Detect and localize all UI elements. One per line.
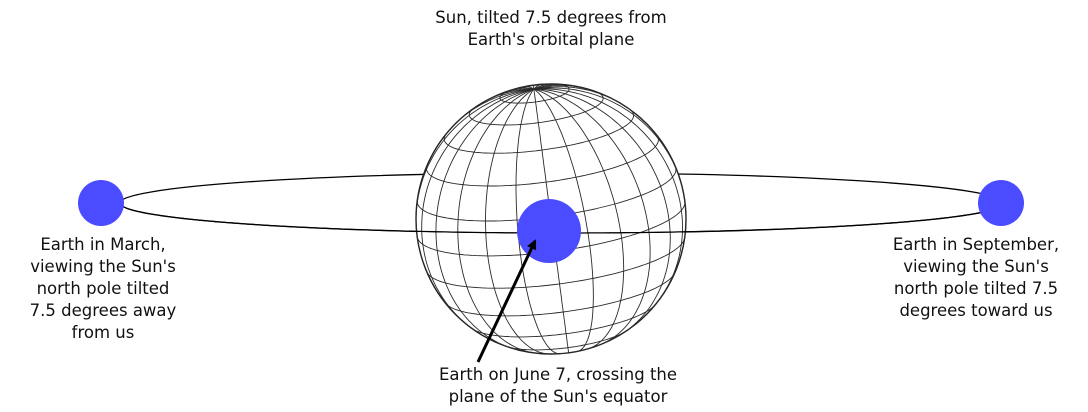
- earth-september-icon: [978, 180, 1024, 226]
- sun-grid-line: [443, 132, 542, 154]
- arrow-icon: [476, 239, 537, 363]
- sun-grid-line: [444, 302, 564, 317]
- sun-grid-line: [426, 165, 547, 187]
- earth-march-label-line-2: viewing the Sun's: [30, 257, 176, 276]
- sun-grid-line: [541, 108, 635, 151]
- earth-march-label-line-5: from us: [71, 323, 135, 342]
- sun-grid-line: [550, 166, 677, 218]
- sun-grid-line: [532, 85, 535, 90]
- sun-grid-line: [533, 86, 632, 111]
- sun-grid-line: [563, 272, 676, 313]
- sun-grid-line: [533, 83, 567, 90]
- earth-september-label-line-2: viewing the Sun's: [903, 257, 1049, 276]
- sun-grid-line: [415, 88, 534, 246]
- earth-september-label: Earth in September, viewing the Sun's no…: [868, 234, 1084, 322]
- sun-grid-line: [468, 106, 539, 126]
- sun-grid-line: [566, 304, 657, 335]
- sun-grid-line: [435, 88, 535, 350]
- sun-grid-line: [533, 84, 590, 91]
- sun-grid-line: [471, 328, 567, 338]
- sun-grid-line: [426, 271, 560, 289]
- sun-grid-line: [416, 200, 551, 222]
- sun-label-line-1: Sun, tilted 7.5 degrees from: [435, 8, 667, 27]
- earth-september-label-line-4: degrees toward us: [899, 301, 1053, 320]
- sun-grid-line: [533, 83, 542, 90]
- sun-grid-line: [538, 90, 604, 124]
- earth-september-label-line-3: north pole tilted 7.5: [893, 279, 1059, 298]
- sun-grid-line: [546, 134, 659, 183]
- sun-label-line-2: Earth's orbital plane: [467, 30, 635, 49]
- sun-grid-line: [533, 88, 671, 337]
- earth-september-label-line-1: Earth in September,: [892, 235, 1060, 254]
- sun-grid-line: [501, 88, 534, 94]
- sun-grid-line: [444, 88, 534, 136]
- earth-march-icon: [78, 180, 124, 226]
- earth-june-label: Earth on June 7, crossing the plane of t…: [380, 364, 736, 408]
- earth-june-label-line-2: plane of the Sun's equator: [448, 387, 668, 406]
- sun-grid-line: [457, 88, 539, 354]
- sun-grid-line: [533, 88, 651, 347]
- sun-grid-line: [533, 87, 687, 211]
- sun-grid-line: [533, 88, 683, 310]
- earth-march-label: Earth in March, viewing the Sun's north …: [8, 234, 198, 344]
- sun-grid-line: [533, 88, 594, 352]
- sun-label: Sun, tilted 7.5 degrees from Earth's orb…: [366, 7, 736, 51]
- sun-grid-line: [421, 88, 534, 333]
- sun-grid-line: [559, 237, 686, 285]
- earth-june-icon: [517, 199, 581, 263]
- sun-grid-line: [524, 85, 535, 90]
- earth-june-label-line-1: Earth on June 7, crossing the: [438, 365, 678, 384]
- earth-march-label-line-3: north pole tilted: [36, 279, 170, 298]
- sun-grid-line: [480, 88, 534, 105]
- earth-march-label-line-4: 7.5 degrees away: [29, 301, 177, 320]
- sun-grid-line: [485, 88, 551, 355]
- earth-march-label-line-1: Earth in March,: [40, 235, 166, 254]
- sun-grid-line: [533, 88, 625, 350]
- sun-grid-line: [533, 83, 553, 90]
